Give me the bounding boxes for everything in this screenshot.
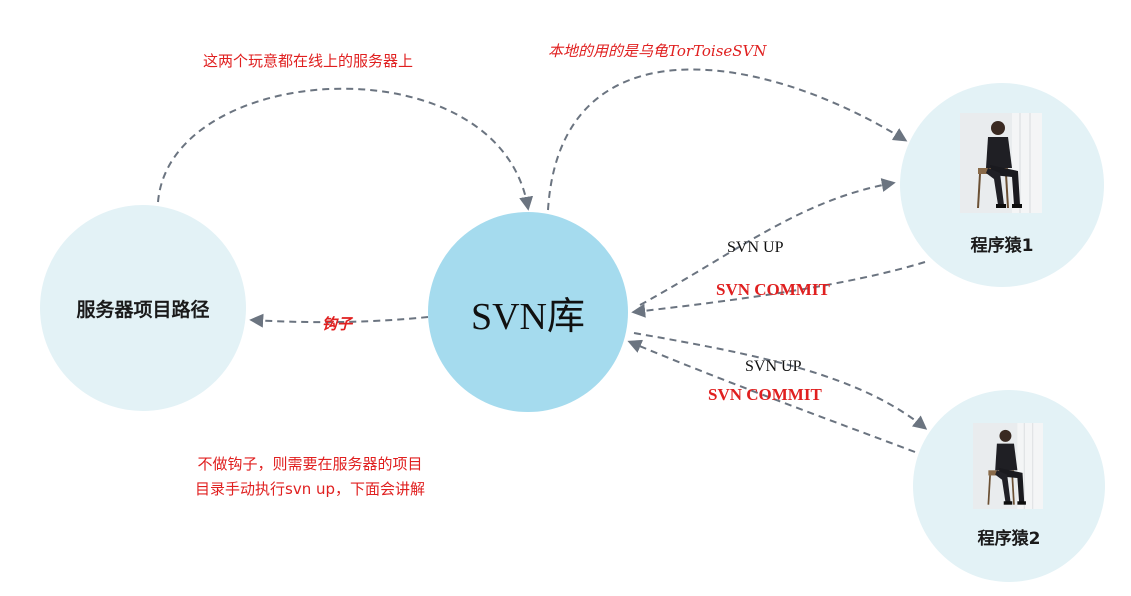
arrow-dev2-up	[633, 332, 928, 430]
dev2-up-label: SVN UP	[745, 358, 802, 375]
arrow-dev1-commit	[631, 261, 926, 318]
arrow-server-to-svn	[157, 87, 534, 211]
arrow-dev2-commit	[627, 339, 916, 453]
hook-label: 钩子	[322, 315, 353, 333]
arrow-dev1-up	[639, 178, 896, 306]
server-path-label: 服务器项目路径	[76, 298, 210, 321]
note-online-servers: 这两个玩意都在线上的服务器上	[203, 52, 414, 70]
person-sitting-icon	[960, 113, 1042, 213]
note-no-hook-line2: 目录手动执行svn up，下面会讲解	[195, 480, 425, 498]
dev2-node: 程序猿2	[913, 390, 1105, 582]
note-tortoise: 本地的用的是乌龟TorToiseSVN	[548, 42, 767, 60]
dev1-node: 程序猿1	[900, 83, 1104, 287]
dev1-label: 程序猿1	[970, 236, 1034, 256]
arrow-hook	[249, 313, 429, 328]
dev1-up-label: SVN UP	[727, 239, 784, 256]
person-sitting-icon	[973, 423, 1043, 509]
dev1-commit-label: SVN COMMIT	[716, 280, 830, 299]
server-path-node: 服务器项目路径	[40, 205, 246, 411]
arrow-svn-to-dev1-tortoise	[547, 68, 908, 211]
dev2-label: 程序猿2	[977, 529, 1041, 549]
note-no-hook-line1: 不做钩子，则需要在服务器的项目	[197, 455, 423, 473]
svn-repo-node: SVN库	[428, 212, 628, 412]
svn-repo-label: SVN库	[470, 295, 586, 338]
dev2-commit-label: SVN COMMIT	[708, 385, 822, 404]
note-no-hook: 不做钩子，则需要在服务器的项目 目录手动执行svn up，下面会讲解	[150, 452, 470, 502]
